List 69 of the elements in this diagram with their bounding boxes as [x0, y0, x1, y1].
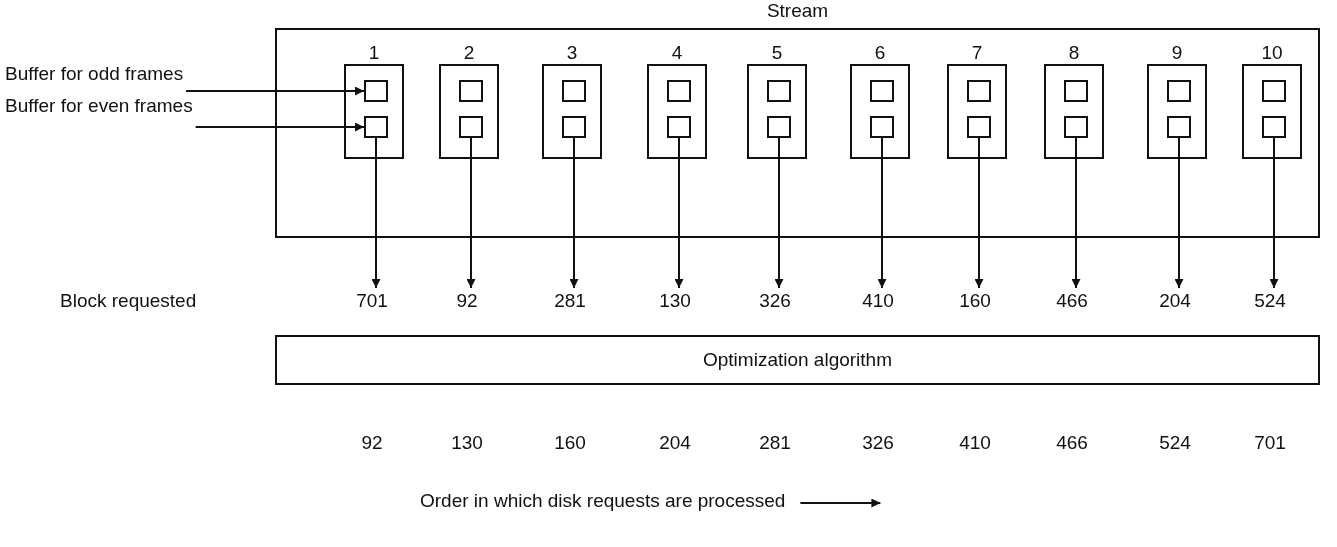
frame-number: 2 [462, 42, 476, 64]
buffer-square [667, 116, 691, 138]
processed-block-number: 524 [1159, 432, 1191, 454]
frame-number: 3 [565, 42, 579, 64]
frame-number: 5 [770, 42, 784, 64]
arrow [1174, 137, 1184, 289]
buffer-square [1064, 116, 1088, 138]
block-number: 160 [959, 290, 991, 312]
processed-block-number: 92 [361, 432, 383, 454]
arrow [569, 137, 579, 289]
arrow [185, 86, 365, 96]
block-number: 281 [554, 290, 586, 312]
axis-caption: Order in which disk requests are processed [420, 490, 786, 512]
buffer-square [767, 116, 791, 138]
buffer-square [562, 80, 586, 102]
arrow [1071, 137, 1081, 289]
buffer-square [1167, 80, 1191, 102]
processed-block-number: 204 [659, 432, 691, 454]
buffer-square [459, 80, 483, 102]
block-number: 92 [456, 290, 478, 312]
block-number: 410 [862, 290, 894, 312]
frame-number: 8 [1067, 42, 1081, 64]
buffer-square [967, 116, 991, 138]
frame-number: 6 [873, 42, 887, 64]
buffer-label: Buffer for odd frames [5, 63, 184, 85]
frame-number: 9 [1170, 42, 1184, 64]
algorithm-box [275, 335, 1320, 385]
buffer-square [364, 80, 388, 102]
frame-number: 7 [970, 42, 984, 64]
arrow [194, 122, 365, 132]
row-label: Block requested [60, 290, 197, 312]
arrow [877, 137, 887, 289]
algorithm-label: Optimization algorithm [702, 349, 893, 371]
block-number: 130 [659, 290, 691, 312]
buffer-square [870, 80, 894, 102]
buffer-square [870, 116, 894, 138]
block-number: 701 [356, 290, 388, 312]
buffer-square [767, 80, 791, 102]
processed-block-number: 160 [554, 432, 586, 454]
frame-number: 10 [1260, 42, 1284, 64]
buffer-square [1262, 80, 1286, 102]
buffer-label: Buffer for even frames [5, 95, 193, 117]
arrow [674, 137, 684, 289]
block-number: 524 [1254, 290, 1286, 312]
buffer-square [1064, 80, 1088, 102]
arrow [774, 137, 784, 289]
buffer-square [364, 116, 388, 138]
arrow [466, 137, 476, 289]
processed-block-number: 701 [1254, 432, 1286, 454]
processed-block-number: 281 [759, 432, 791, 454]
arrow [1269, 137, 1279, 289]
frame-number: 1 [367, 42, 381, 64]
buffer-square [459, 116, 483, 138]
processed-block-number: 410 [959, 432, 991, 454]
frame-number: 4 [670, 42, 684, 64]
block-number: 466 [1056, 290, 1088, 312]
buffer-square [562, 116, 586, 138]
buffer-square [1262, 116, 1286, 138]
buffer-square [1167, 116, 1191, 138]
arrow [371, 137, 381, 289]
arrow [974, 137, 984, 289]
buffer-square [667, 80, 691, 102]
block-number: 204 [1159, 290, 1191, 312]
buffer-square [967, 80, 991, 102]
block-number: 326 [759, 290, 791, 312]
processed-block-number: 326 [862, 432, 894, 454]
processed-block-number: 130 [451, 432, 483, 454]
processed-block-number: 466 [1056, 432, 1088, 454]
stream-title: Stream [765, 0, 830, 22]
